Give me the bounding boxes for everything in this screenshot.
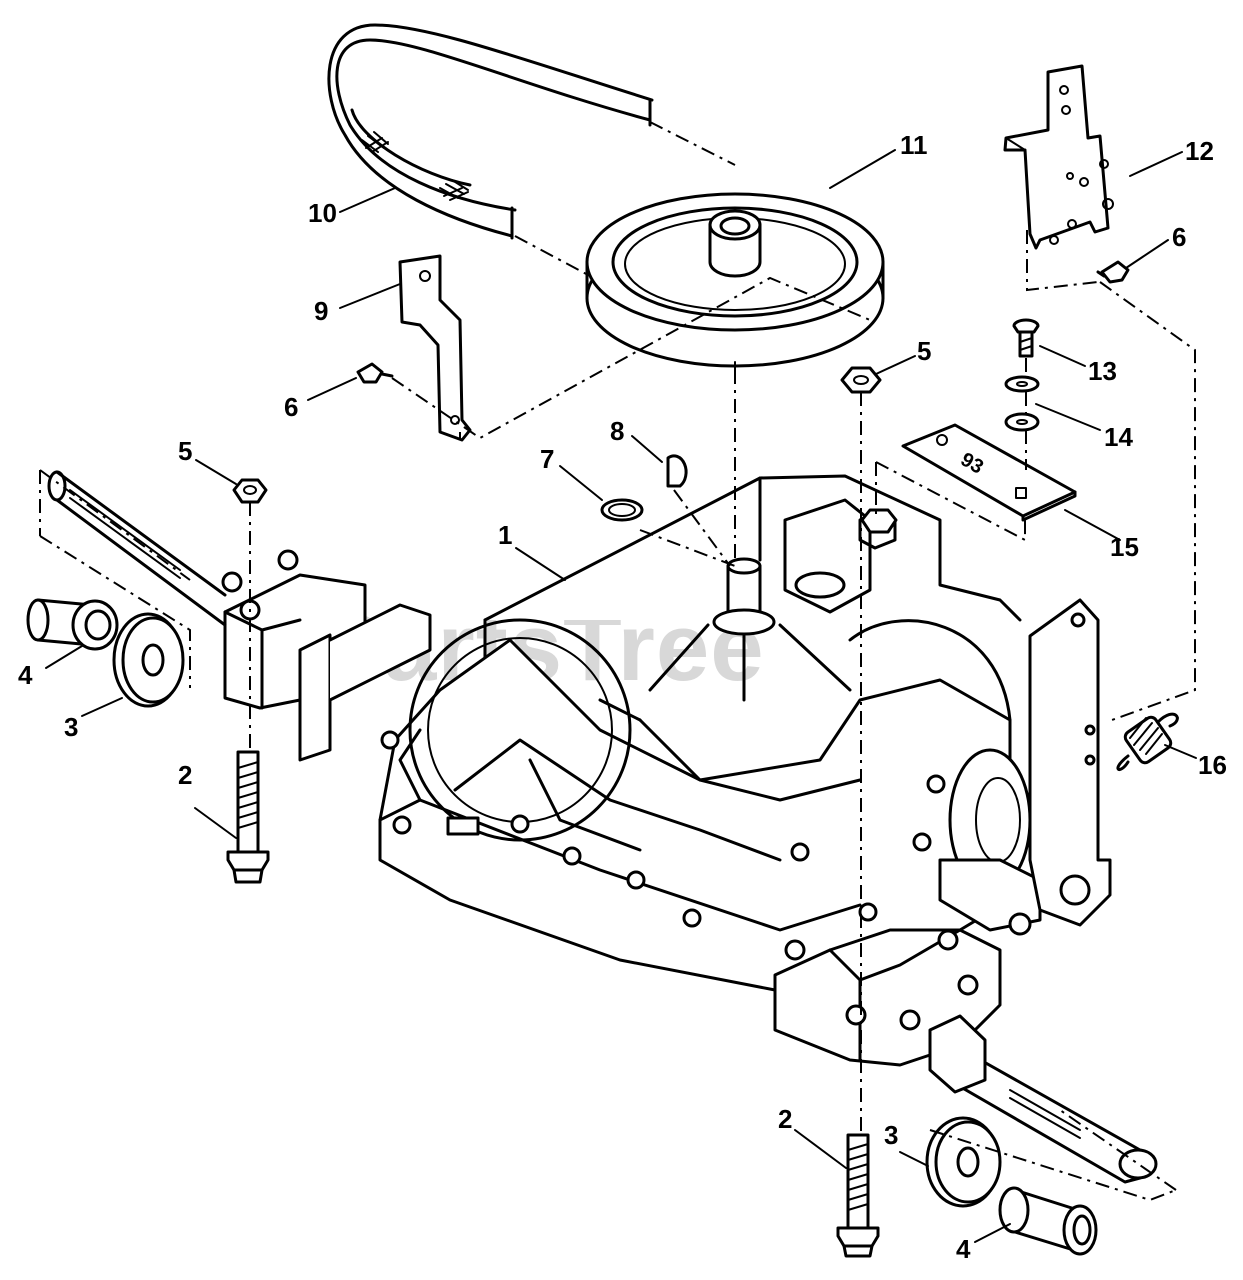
callout-2-left: 2	[178, 760, 192, 790]
key-part-8	[666, 454, 688, 488]
bolt-part-2-left	[226, 750, 270, 884]
retaining-ring-part-7	[600, 498, 644, 522]
callout-1: 1	[498, 520, 512, 550]
callout-5-center: 5	[917, 336, 931, 366]
callout-labels: 1 2 2 3 3 4 4 5 5 6 6 7 8 9 10 11 12 13 …	[18, 130, 1227, 1264]
callout-3-right: 3	[884, 1120, 898, 1150]
nut-part-5-center	[840, 366, 882, 394]
leader-lines	[45, 149, 1197, 1243]
spring-part-16	[1116, 712, 1179, 772]
pulley-part-11	[585, 192, 885, 381]
bracket-part-12	[1003, 64, 1114, 250]
axle-shaft-left	[47, 470, 227, 627]
callout-15: 15	[1110, 532, 1139, 562]
callout-13: 13	[1088, 356, 1117, 386]
callout-8: 8	[610, 416, 624, 446]
spacer-part-4-right	[998, 1186, 1098, 1256]
screw-part-6-right	[1096, 260, 1130, 284]
callout-4-right: 4	[956, 1234, 971, 1264]
screw-part-6-left	[356, 362, 394, 384]
drive-belt-part-10	[327, 23, 654, 240]
callout-6-left: 6	[284, 392, 298, 422]
callout-16: 16	[1198, 750, 1227, 780]
washer-part-3-right	[925, 1116, 1002, 1208]
callout-3-left: 3	[64, 712, 78, 742]
callout-11: 11	[900, 130, 928, 160]
axle-shaft-right	[928, 1014, 1158, 1184]
nut-part-5-left	[232, 478, 268, 504]
plate-part-15: 93	[901, 423, 1077, 522]
callout-10: 10	[308, 198, 337, 228]
spacer-part-4-left	[26, 598, 119, 651]
callout-14: 14	[1104, 422, 1133, 452]
bolt-part-13	[1012, 318, 1040, 358]
callout-2-right: 2	[778, 1104, 792, 1134]
callout-4-left: 4	[18, 660, 33, 690]
assembly-dash-lines	[39, 121, 1196, 1202]
callout-5-left: 5	[178, 436, 192, 466]
washer-part-3-left	[112, 612, 185, 708]
callout-12: 12	[1185, 136, 1214, 166]
transaxle-housing-part-1	[221, 474, 1042, 1067]
bellcrank-arm	[1008, 598, 1112, 936]
callout-6-right: 6	[1172, 222, 1186, 252]
washers-part-14	[1004, 375, 1040, 432]
callout-9: 9	[314, 296, 328, 326]
bracket-part-9	[398, 254, 472, 442]
bolt-part-2-right	[836, 1133, 880, 1258]
belt-hatch-mark	[361, 131, 469, 201]
callout-7: 7	[540, 444, 554, 474]
